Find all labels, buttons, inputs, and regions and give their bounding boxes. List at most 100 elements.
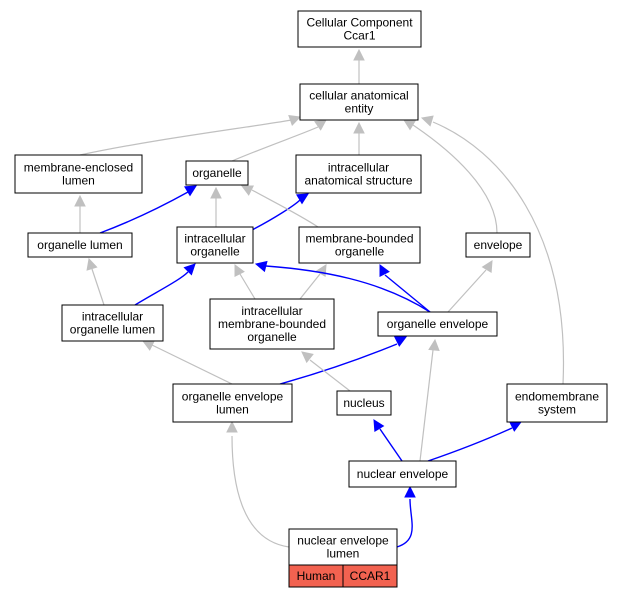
edge-ne-to-nuc	[373, 419, 403, 462]
node-label: intracellular	[328, 161, 389, 175]
go-term-node-nuc[interactable]: nucleus	[336, 390, 392, 416]
node-label: system	[538, 403, 576, 417]
go-term-node-org[interactable]: organelle	[185, 160, 249, 186]
edge-line	[419, 349, 434, 462]
arrowhead-icon	[241, 185, 254, 196]
node-box	[506, 383, 608, 423]
edge-line	[151, 344, 233, 385]
edge-ias-to-cae	[353, 121, 365, 155]
edge-imbo-to-io	[234, 264, 256, 300]
edge-line	[134, 271, 189, 306]
edge-io-to-ias	[251, 193, 309, 231]
edge-oel-to-oe	[279, 336, 407, 385]
arrowhead-icon	[315, 264, 327, 277]
arrowhead-icon	[394, 336, 407, 347]
edge-nel-to-oel	[226, 420, 290, 548]
edge-line	[99, 191, 189, 234]
node-box	[336, 390, 392, 416]
node-box	[176, 226, 254, 264]
arrowhead-icon	[74, 194, 86, 207]
edge-io-to-org	[210, 186, 222, 227]
edge-iol-to-io	[134, 263, 196, 306]
arrowhead-icon	[373, 419, 385, 432]
go-term-node-env[interactable]: envelope	[465, 232, 531, 258]
arrowhead-icon	[404, 485, 416, 498]
node-label: Ccar1	[343, 29, 375, 43]
edge-line	[427, 427, 513, 462]
edge-ne-to-ems	[427, 421, 522, 462]
go-term-node-orgl[interactable]: organelle lumen	[27, 232, 133, 258]
node-label: lumen	[62, 174, 95, 188]
edge-line	[299, 273, 321, 300]
edge-line	[79, 119, 293, 156]
node-label: organelle	[335, 245, 385, 259]
node-box	[297, 10, 422, 48]
edge-line	[396, 498, 413, 548]
edge-line	[279, 343, 398, 385]
go-term-node-ne[interactable]: nuclear envelope	[348, 460, 457, 488]
arrowhead-icon	[288, 114, 302, 126]
go-term-node-oe[interactable]: organelle envelope	[377, 311, 498, 337]
node-label: lumen	[327, 547, 360, 561]
edges-layer	[74, 48, 565, 548]
node-box	[348, 460, 457, 488]
edge-line	[239, 273, 256, 300]
node-label: organelle	[190, 245, 240, 259]
arrowhead-icon	[184, 185, 197, 197]
annotation-tags: Human CCAR1	[288, 564, 398, 588]
gene-tag-label: CCAR1	[350, 569, 391, 583]
node-label: envelope	[474, 238, 523, 252]
node-label: membrane-bounded	[305, 232, 413, 246]
edge-line	[231, 126, 319, 162]
edge-line	[251, 199, 301, 231]
edge-org-to-cae	[231, 119, 327, 162]
edge-line	[265, 265, 431, 313]
arrowhead-icon	[296, 193, 309, 205]
arrowhead-icon	[420, 115, 434, 127]
node-label: Cellular Component	[306, 16, 413, 30]
node-box	[61, 304, 164, 342]
node-label: intracellular	[241, 304, 302, 318]
node-box	[172, 383, 293, 423]
arrowhead-icon	[314, 119, 327, 131]
edge-nuc-to-imbo	[301, 351, 351, 392]
edge-oe-to-io	[254, 260, 431, 313]
edge-line	[231, 435, 290, 548]
edge-line	[412, 124, 498, 234]
node-label: nuclear envelope	[357, 467, 449, 481]
node-label: organelle	[247, 330, 297, 344]
node-box	[298, 226, 421, 264]
arrowhead-icon	[481, 260, 493, 273]
arrowhead-icon	[183, 263, 196, 276]
edge-ems-to-cae	[420, 115, 565, 385]
node-label: organelle envelope	[182, 390, 284, 404]
arrowhead-icon	[86, 257, 98, 271]
species-tag-label: Human	[297, 569, 336, 583]
node-box	[209, 298, 335, 350]
node-label: intracellular	[82, 310, 143, 324]
node-label: entity	[345, 102, 374, 116]
node-label: organelle	[192, 166, 242, 180]
edge-oe-to-env	[447, 260, 493, 313]
edge-ne-to-oe	[419, 338, 440, 462]
gene-tag-box	[342, 564, 398, 588]
node-box	[377, 311, 498, 337]
node-label: nucleus	[343, 396, 384, 410]
node-box	[295, 154, 422, 194]
node-box	[299, 83, 419, 121]
node-label: organelle lumen	[70, 323, 155, 337]
edge-orgl-to-mel	[74, 194, 86, 233]
edge-line	[309, 359, 351, 392]
